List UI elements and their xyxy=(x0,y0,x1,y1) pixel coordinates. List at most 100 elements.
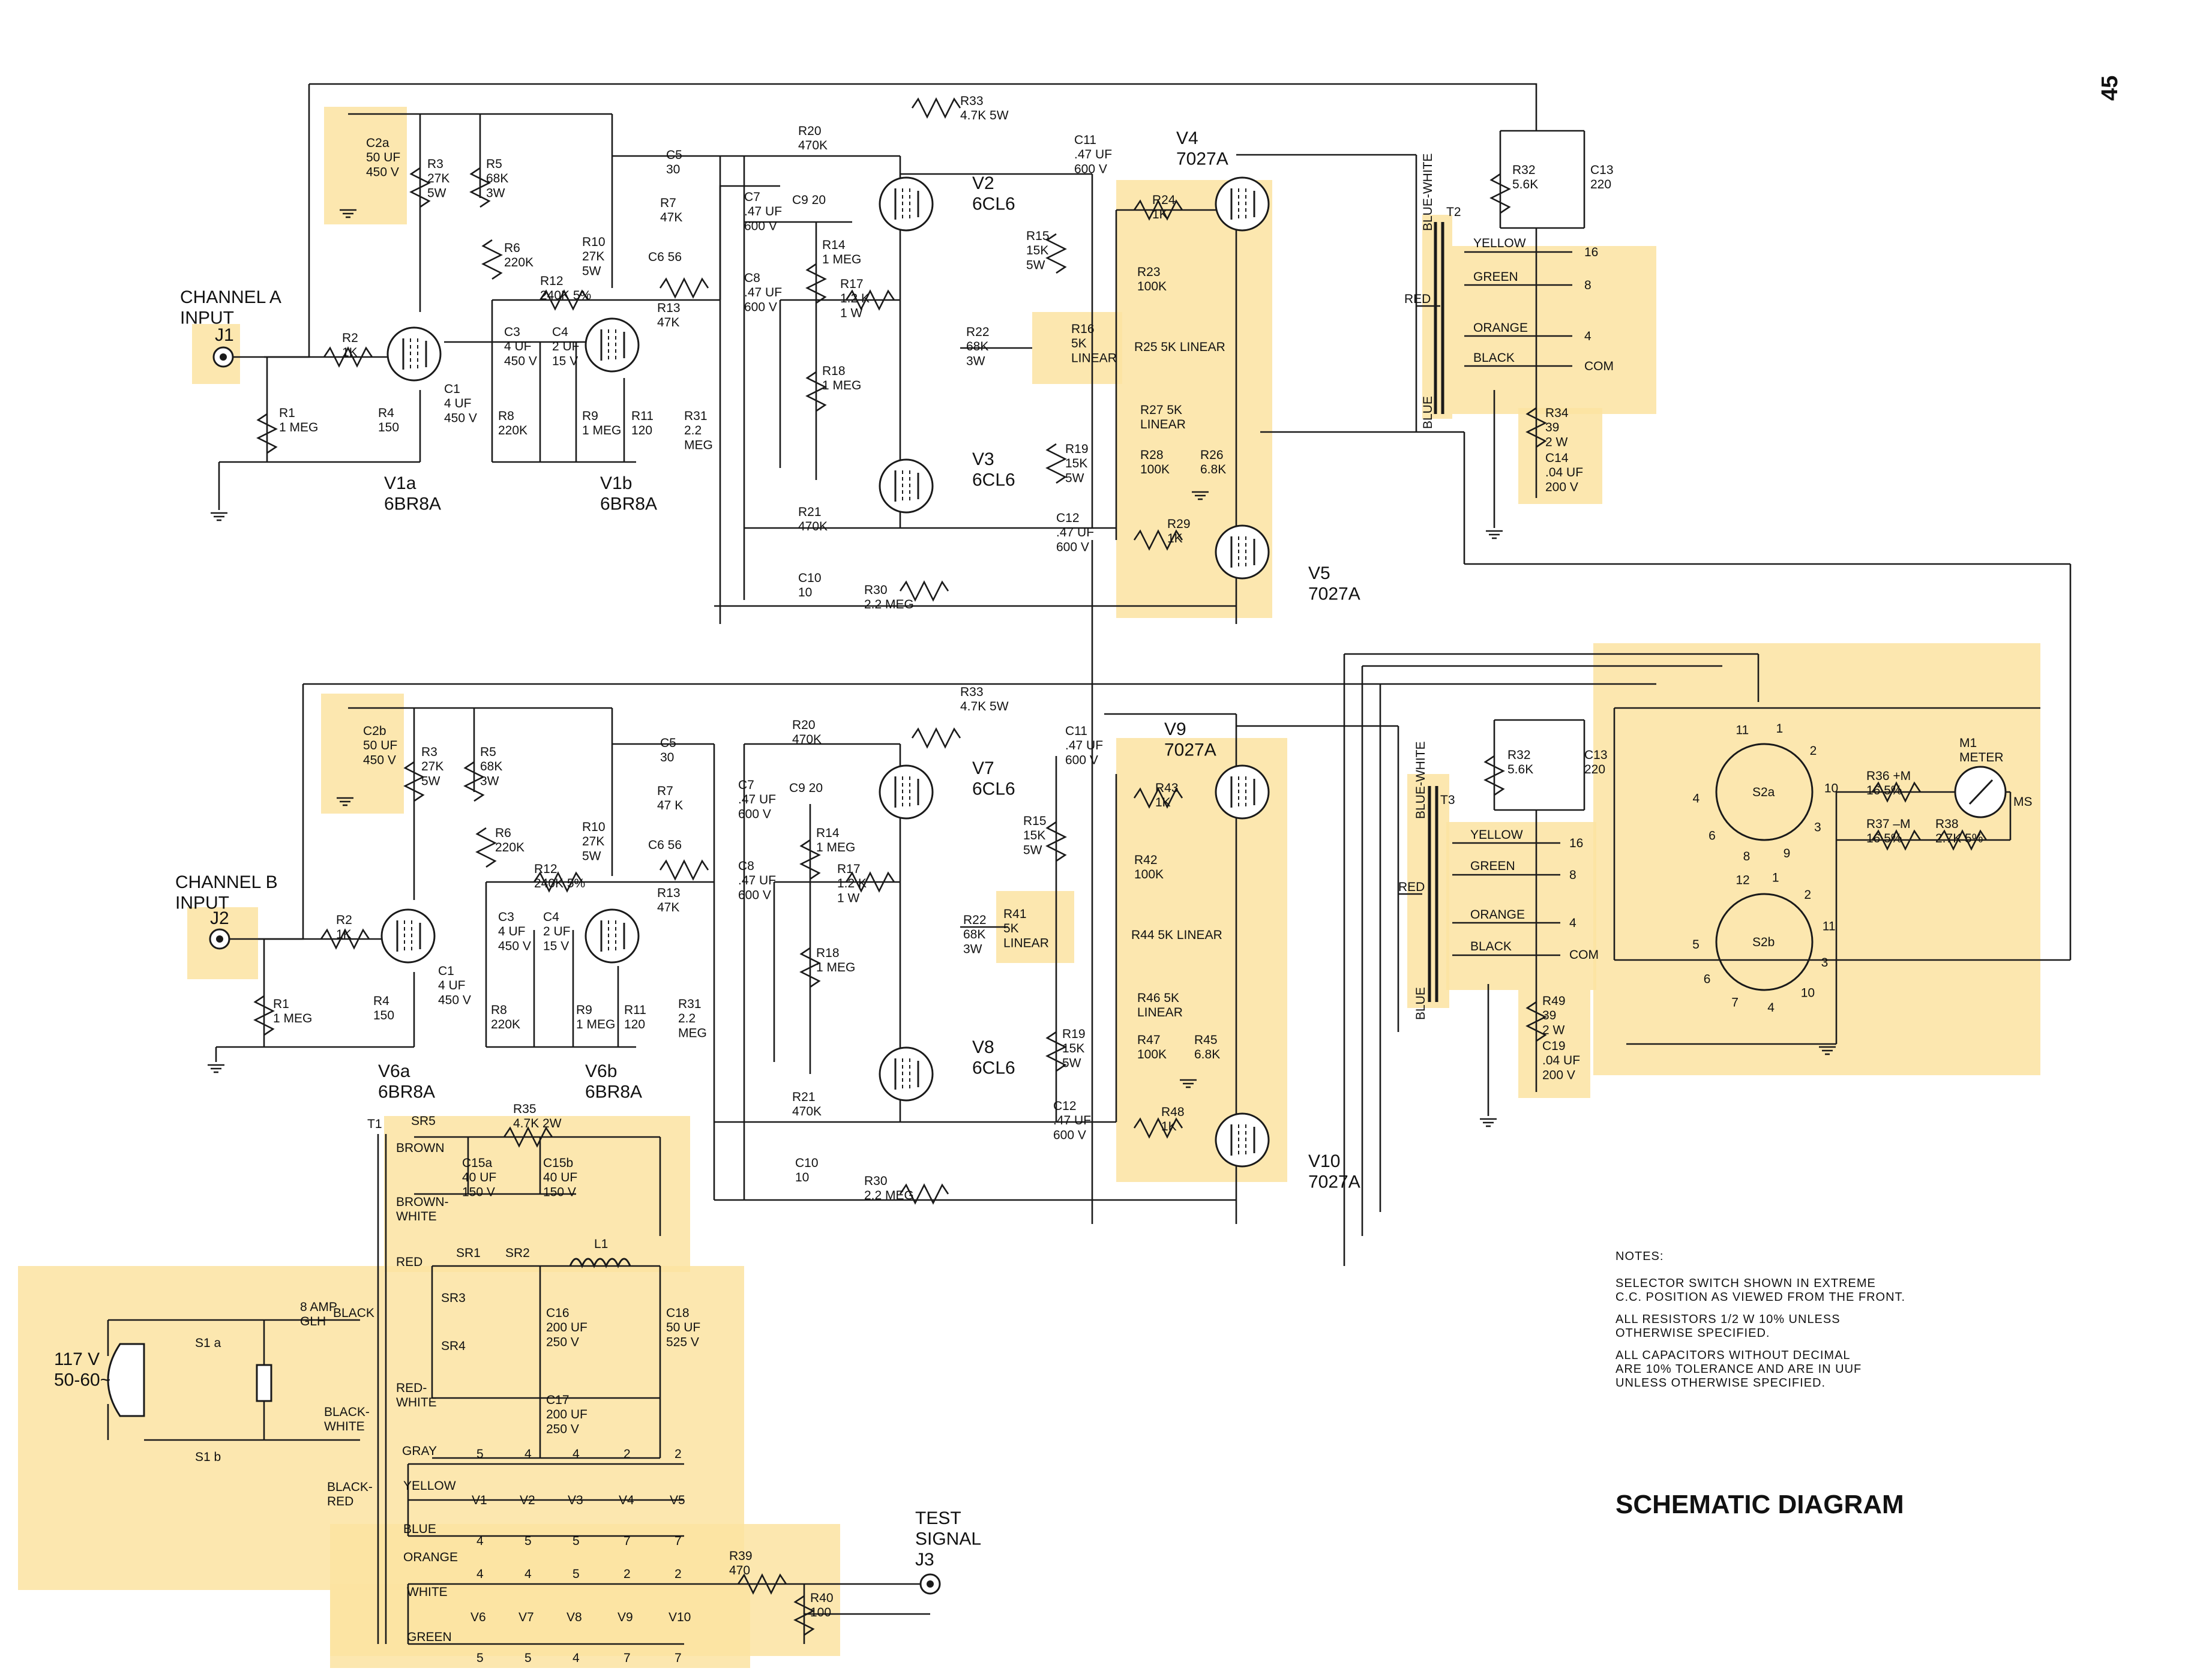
label-a-tapcom: COM xyxy=(1584,359,1614,373)
hl-meter xyxy=(1593,643,2040,1075)
heater-bottom-pin-a-4: 2 xyxy=(675,1567,682,1581)
label-brown: BROWN xyxy=(396,1141,445,1155)
s2b-position-9: 5 xyxy=(1692,938,1700,952)
ground-a-input xyxy=(209,512,229,521)
s2b-position-2: 2 xyxy=(1804,888,1811,902)
power-supply-wiring xyxy=(107,1134,930,1645)
label-t3-red: RED xyxy=(1398,880,1425,894)
channel-a-wiring xyxy=(218,83,2072,960)
ground-b-input xyxy=(206,1064,226,1073)
hl-c2a xyxy=(324,107,407,224)
label-b-c6: C6 56 xyxy=(648,838,682,852)
label-j1: J1 xyxy=(215,325,234,345)
s2a-position-8: 4 xyxy=(1693,792,1700,806)
highlight-regions xyxy=(18,107,2040,1668)
fuse-cap xyxy=(256,1364,272,1402)
label-b-tap16: 16 xyxy=(1569,836,1583,850)
heater-top-tube-1: V2 xyxy=(520,1493,535,1507)
components xyxy=(107,97,2007,1636)
transformer-t3 xyxy=(1428,786,1438,1002)
heater-top-pin-a-4: 2 xyxy=(675,1447,682,1461)
s2a-position-5: 9 xyxy=(1784,847,1791,860)
tube-v6a xyxy=(380,908,436,964)
label-yellow: YELLOW xyxy=(403,1479,456,1493)
tube-v6b xyxy=(585,908,640,964)
label-brown-white: BROWN-WHITE xyxy=(396,1195,449,1223)
label-ms: MS xyxy=(2013,795,2033,809)
label-s1a: S1 a xyxy=(195,1336,221,1350)
heater-bottom-pin-a-2: 5 xyxy=(573,1567,580,1581)
heater-strings: 5V144V254V352V472V574V654V755V842V972V10… xyxy=(470,1447,691,1665)
s2a-position-2: 2 xyxy=(1810,744,1817,758)
label-black: BLACK xyxy=(333,1306,374,1320)
label-t3-green: GREEN xyxy=(1470,859,1515,873)
heater-top-tube-4: V5 xyxy=(670,1493,685,1507)
heater-bottom-pin-b-4: 7 xyxy=(675,1651,682,1665)
label-red-white: RED-WHITE xyxy=(396,1381,437,1409)
selector-s2b xyxy=(1715,893,1814,991)
s2b-position-5: 10 xyxy=(1801,986,1815,1000)
s2b-position-6: 4 xyxy=(1767,1001,1775,1015)
label-t3: T3 xyxy=(1440,793,1455,807)
tube-v1b xyxy=(585,317,640,373)
label-t3-black: BLACK xyxy=(1470,940,1512,953)
label-t3-yellow: YELLOW xyxy=(1470,828,1523,842)
label-a-c9: C9 20 xyxy=(792,193,826,207)
label-black-red: BLACK-RED xyxy=(327,1480,373,1508)
inductor-l1 xyxy=(569,1258,631,1268)
label-a-r25: R25 5K LINEAR xyxy=(1134,340,1225,354)
heater-top-pin-a-0: 5 xyxy=(476,1447,484,1461)
diagram-title: SCHEMATIC DIAGRAM xyxy=(1615,1490,1904,1519)
label-t2-orange: ORANGE xyxy=(1473,321,1528,335)
notes-heading: NOTES: xyxy=(1615,1250,1664,1263)
heater-bottom-tube-4: V10 xyxy=(669,1610,691,1624)
label-l1: L1 xyxy=(594,1237,608,1251)
label-a-tap4: 4 xyxy=(1584,329,1591,343)
page-number: 45 xyxy=(2097,76,2123,101)
label-orange: ORANGE xyxy=(403,1550,458,1564)
label-b-c9: C9 20 xyxy=(789,781,823,795)
label-j2: J2 xyxy=(210,908,229,928)
heater-top-pin-a-2: 4 xyxy=(573,1447,580,1461)
